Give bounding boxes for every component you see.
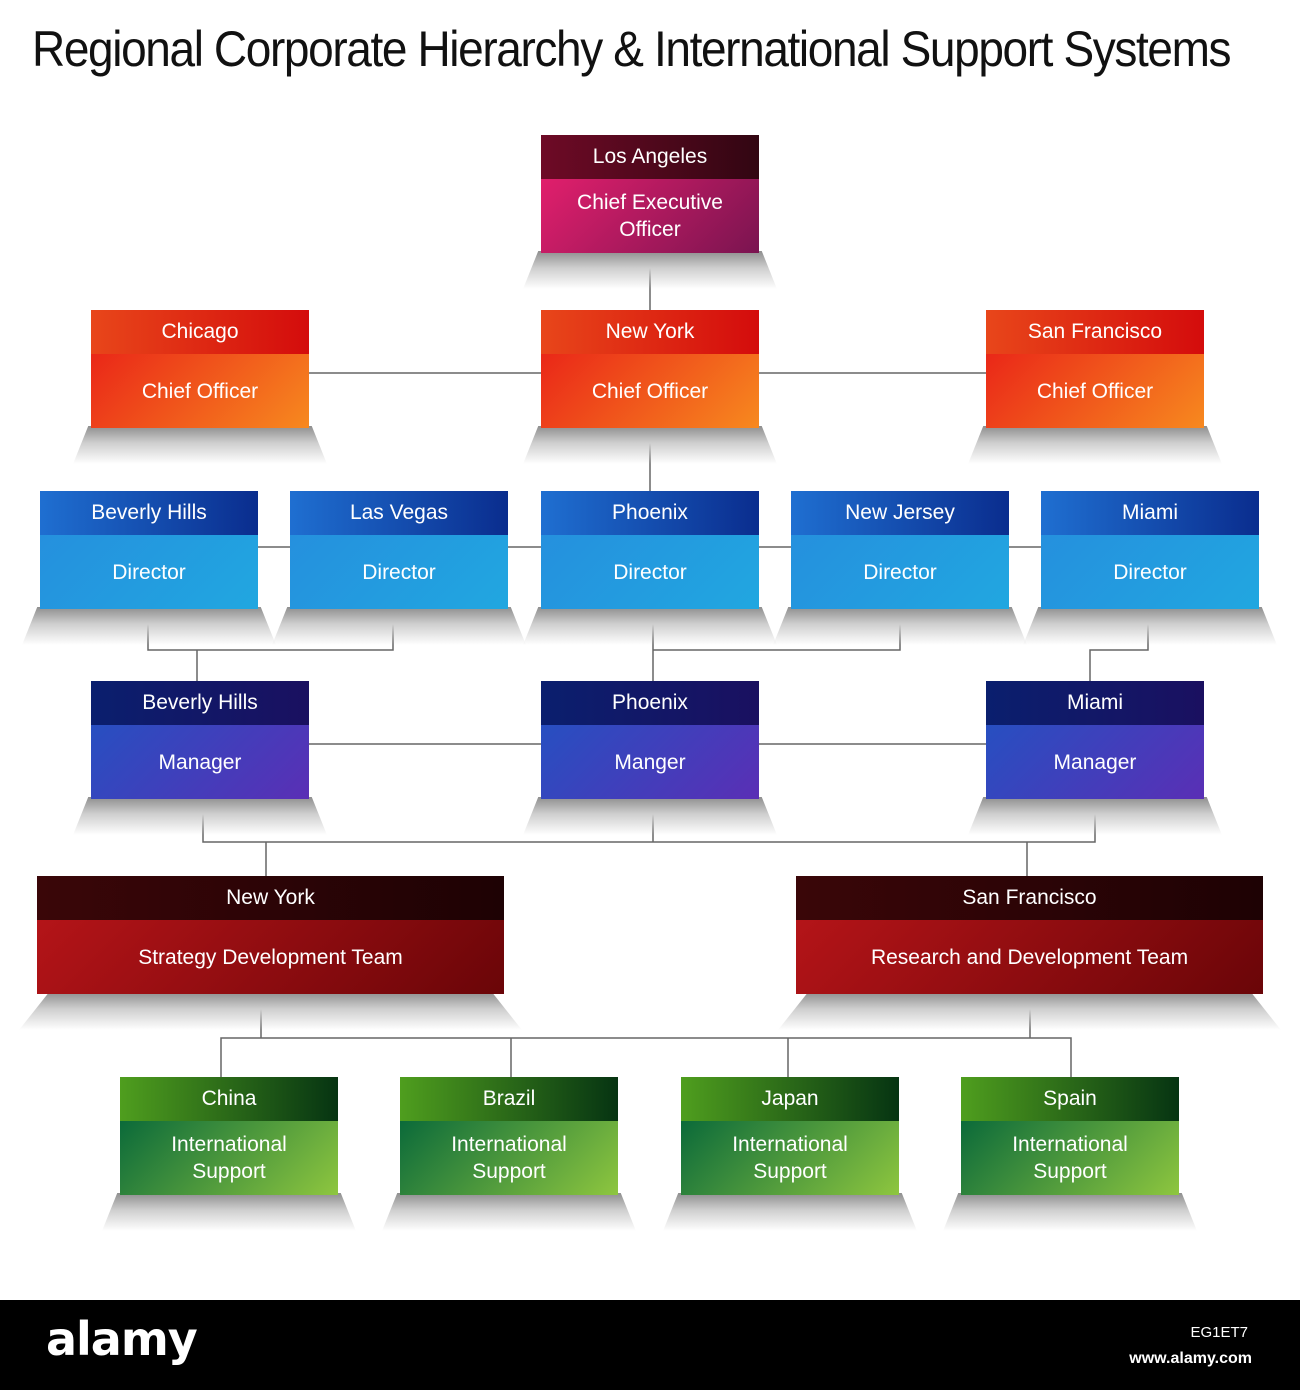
node-spain-support: Spain International Support <box>943 1077 1197 1231</box>
node-role: Strategy Development Team <box>37 920 504 994</box>
node-role: International Support <box>961 1121 1179 1195</box>
node-role: Director <box>541 535 759 609</box>
node-phoenix-manager: Phoenix Manger <box>523 681 777 835</box>
node-shadow <box>773 607 1027 645</box>
node-brazil-support: Brazil International Support <box>382 1077 636 1231</box>
node-role: Manager <box>986 725 1204 799</box>
node-shadow <box>19 992 522 1030</box>
watermark-footer: alamy EG1ET7 www.alamy.com <box>0 1300 1300 1390</box>
node-san-francisco-chief: San Francisco Chief Officer <box>968 310 1222 464</box>
node-shadow <box>968 426 1222 464</box>
node-role: Manger <box>541 725 759 799</box>
node-city: China <box>120 1077 338 1121</box>
node-shadow <box>943 1193 1197 1231</box>
node-city: Spain <box>961 1077 1179 1121</box>
node-role: International Support <box>120 1121 338 1195</box>
node-city: New York <box>37 876 504 920</box>
node-city: Phoenix <box>541 491 759 535</box>
node-shadow <box>272 607 526 645</box>
node-los-angeles-ceo: Los Angeles Chief Executive Officer <box>523 135 777 289</box>
brand-logo: alamy <box>46 1312 198 1366</box>
node-city: San Francisco <box>796 876 1263 920</box>
node-city: San Francisco <box>986 310 1204 354</box>
node-role: International Support <box>681 1121 899 1195</box>
node-new-york-strategy-team: New York Strategy Development Team <box>19 876 522 1030</box>
node-shadow <box>523 251 777 289</box>
node-role: Director <box>290 535 508 609</box>
node-miami-director: Miami Director <box>1023 491 1277 645</box>
node-city: Los Angeles <box>541 135 759 179</box>
node-new-jersey-director: New Jersey Director <box>773 491 1027 645</box>
node-city: New Jersey <box>791 491 1009 535</box>
node-role: Director <box>40 535 258 609</box>
node-shadow <box>382 1193 636 1231</box>
node-city: Phoenix <box>541 681 759 725</box>
node-city: Japan <box>681 1077 899 1121</box>
node-role: International Support <box>400 1121 618 1195</box>
image-id: EG1ET7 <box>1190 1324 1248 1341</box>
node-shadow <box>778 992 1281 1030</box>
node-city: Beverly Hills <box>91 681 309 725</box>
node-shadow <box>523 607 777 645</box>
node-las-vegas-director: Las Vegas Director <box>272 491 526 645</box>
node-role: Chief Executive Officer <box>541 179 759 253</box>
node-japan-support: Japan International Support <box>663 1077 917 1231</box>
node-shadow <box>663 1193 917 1231</box>
node-city: Miami <box>1041 491 1259 535</box>
node-role: Chief Officer <box>541 354 759 428</box>
node-shadow <box>73 426 327 464</box>
page-title: Regional Corporate Hierarchy & Internati… <box>32 21 1232 77</box>
node-new-york-chief: New York Chief Officer <box>523 310 777 464</box>
node-san-francisco-rd-team: San Francisco Research and Development T… <box>778 876 1281 1030</box>
node-beverly-hills-manager: Beverly Hills Manager <box>73 681 327 835</box>
node-city: Beverly Hills <box>40 491 258 535</box>
node-city: Chicago <box>91 310 309 354</box>
node-shadow <box>1023 607 1277 645</box>
node-city: Las Vegas <box>290 491 508 535</box>
node-shadow <box>22 607 276 645</box>
connector-line <box>220 1037 1072 1078</box>
node-city: Miami <box>986 681 1204 725</box>
node-shadow <box>102 1193 356 1231</box>
node-phoenix-director: Phoenix Director <box>523 491 777 645</box>
node-shadow <box>968 797 1222 835</box>
node-beverly-hills-director: Beverly Hills Director <box>22 491 276 645</box>
node-role: Research and Development Team <box>796 920 1263 994</box>
site-url: www.alamy.com <box>1129 1350 1252 1367</box>
node-shadow <box>523 426 777 464</box>
node-chicago-chief: Chicago Chief Officer <box>73 310 327 464</box>
node-shadow <box>523 797 777 835</box>
node-city: New York <box>541 310 759 354</box>
node-china-support: China International Support <box>102 1077 356 1231</box>
node-role: Director <box>791 535 1009 609</box>
node-role: Manager <box>91 725 309 799</box>
node-role: Chief Officer <box>91 354 309 428</box>
node-shadow <box>73 797 327 835</box>
node-city: Brazil <box>400 1077 618 1121</box>
node-role: Chief Officer <box>986 354 1204 428</box>
node-role: Director <box>1041 535 1259 609</box>
node-miami-manager: Miami Manager <box>968 681 1222 835</box>
